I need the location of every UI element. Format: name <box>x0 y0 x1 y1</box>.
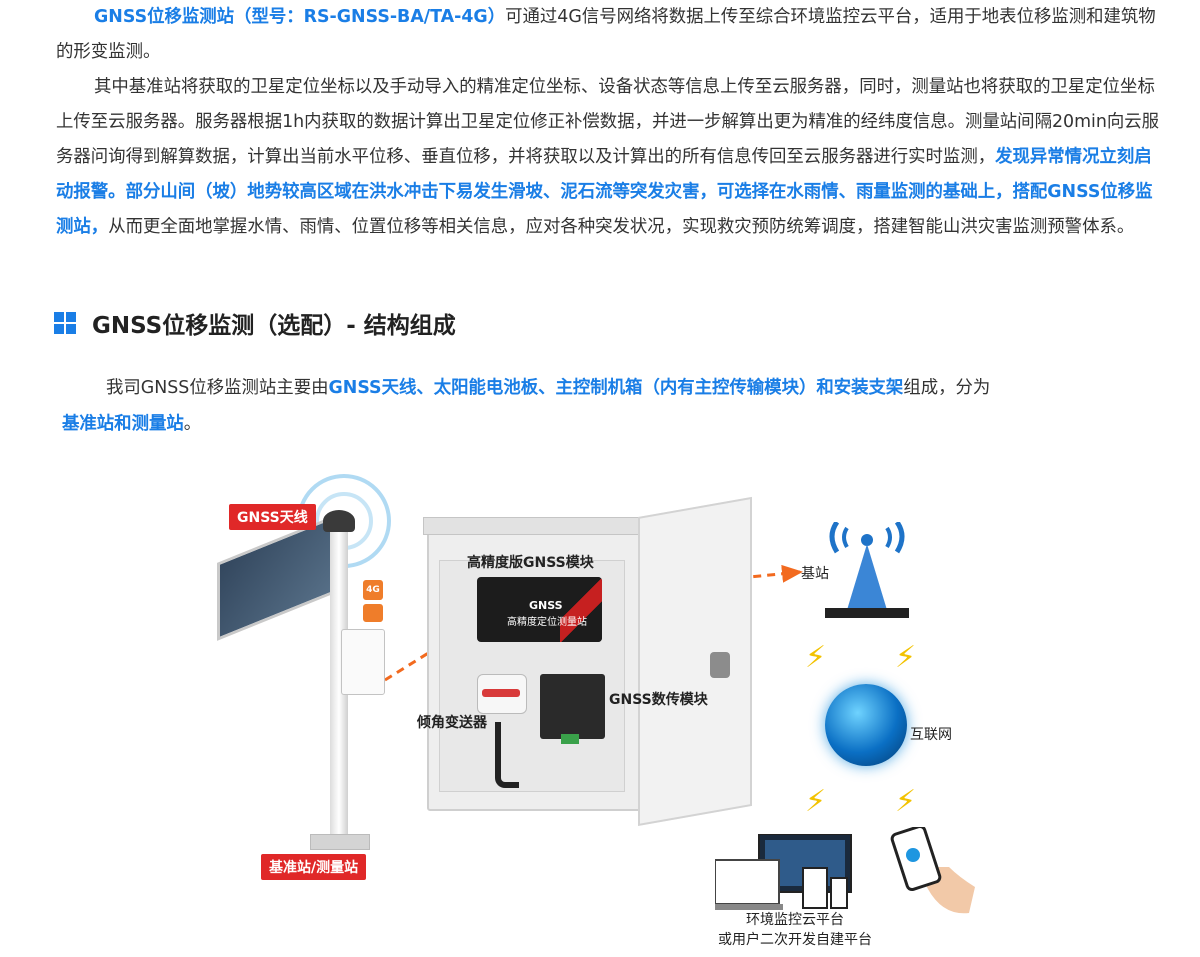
section-title: GNSS位移监测（选配）- 结构组成 <box>92 313 456 339</box>
gnss-antenna-label: GNSS天线 <box>229 504 316 530</box>
lightning-icon: ⚡ <box>805 784 827 819</box>
grid-icon <box>54 312 76 334</box>
cabinet-roof <box>423 517 643 535</box>
intro-paragraph-2: 其中基准站将获取的卫星定位坐标以及手动导入的精准定位坐标、设备状态等信息上传至云… <box>56 70 1166 245</box>
dtu-terminal <box>561 734 579 744</box>
composition-paragraph: 我司GNSS位移监测站主要由GNSS天线、太阳能电池板、主控制机箱（内有主控传输… <box>62 370 1162 442</box>
platform-devices-icon <box>715 834 852 910</box>
gnss-antenna-icon <box>323 510 355 532</box>
dtu-module <box>540 674 605 739</box>
alarm-highlight: 发现异常情况立刻启动报警。部分山间（坡）地势较高区域在洪水冲击下易发生滑坡、泥石… <box>56 147 1153 237</box>
cabinet-door <box>638 496 752 826</box>
conclusion-text: 从而更全面地掌握水情、雨情、位置位移等相关信息，应对各种突发状况，实现救灾预防统… <box>108 217 1135 237</box>
door-handle-icon <box>710 652 730 678</box>
tilt-label: 倾角变送器 <box>417 715 487 731</box>
gnss-module-title: GNSS <box>529 599 563 612</box>
smartphone-icon <box>890 827 975 914</box>
process-text: 其中基准站将获取的卫星定位坐标以及手动导入的精准定位坐标、设备状态等信息上传至云… <box>56 77 1160 167</box>
section-heading: GNSS位移监测（选配）- 结构组成 <box>54 305 456 341</box>
base-station-tower-icon <box>825 522 909 618</box>
platform-label-line2: 或用户二次开发自建平台 <box>718 932 872 948</box>
station-label: 基准站/测量站 <box>261 854 367 880</box>
composition-text-a: 我司GNSS位移监测站主要由 <box>106 378 329 398</box>
pole-base <box>310 834 370 850</box>
gnss-module-label: 高精度版GNSS模块 <box>467 555 594 571</box>
lightning-icon: ⚡ <box>895 784 917 819</box>
composition-text-b: 组成，分为 <box>903 378 991 398</box>
gnss-module: GNSS 高精度定位测量站 <box>477 577 602 642</box>
4g-icon: 4G <box>363 580 383 600</box>
internet-globe-icon <box>825 684 907 766</box>
internet-label: 互联网 <box>910 727 952 743</box>
base-station-label: 基站 <box>801 566 829 582</box>
control-box-icon <box>341 629 385 695</box>
network-port-icon <box>363 604 383 622</box>
intro-text: 可通过4G信号网络将数据上传至综合环境监控云平台，适用于地表位移监测和建筑物的形… <box>56 7 1156 62</box>
model-highlight: GNSS位移监测站（型号：RS-GNSS-BA/TA-4G） <box>94 7 506 27</box>
lightning-icon: ⚡ <box>805 640 827 675</box>
components-highlight: GNSS天线、太阳能电池板、主控制机箱（内有主控传输模块）和安装支架 <box>328 378 904 398</box>
structure-diagram: 4G GNSS天线 基准站/测量站 高精度版GNSS模块 GNSS 高精度定位测… <box>205 462 995 957</box>
mount-pole <box>330 532 348 842</box>
composition-text-c: 。 <box>183 414 202 434</box>
lightning-icon: ⚡ <box>895 640 917 675</box>
platform-label-line1: 环境监控云平台 <box>746 912 844 928</box>
tilt-transmitter <box>477 674 527 714</box>
power-cable <box>495 722 519 788</box>
platform-label: 环境监控云平台 或用户二次开发自建平台 <box>685 910 905 950</box>
intro-paragraph-1: GNSS位移监测站（型号：RS-GNSS-BA/TA-4G）可通过4G信号网络将… <box>56 0 1166 70</box>
station-types-highlight: 基准站和测量站 <box>62 414 184 434</box>
gnss-module-subtitle: 高精度定位测量站 <box>507 617 587 628</box>
dtu-label: GNSS数传模块 <box>609 692 708 708</box>
